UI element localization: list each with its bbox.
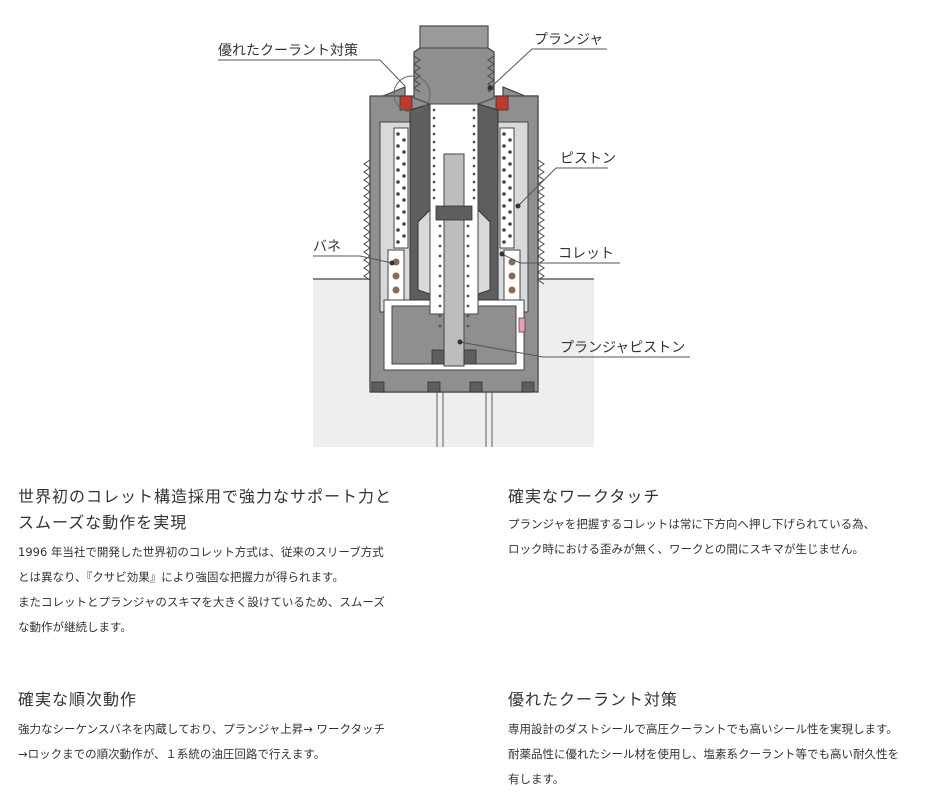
feature-title-line2: スムーズな動作を実現 xyxy=(18,513,188,532)
spring-left xyxy=(393,127,409,249)
description-line: 専用設計のダストシールで高圧クーラントでも高いシール性を実現します。 xyxy=(508,722,898,736)
feature-title: 優れたクーラント対策 xyxy=(508,690,679,709)
feature-title: 確実な順次動作 xyxy=(18,690,138,709)
description-line: プランジャを把握するコレットは常に下方向へ押し下げられている為、 xyxy=(508,517,876,531)
feature-description: 専用設計のダストシールで高圧クーラントでも高いシール性を実現します。 耐薬品性に… xyxy=(508,717,923,792)
label-coolant: 優れたクーラント対策 xyxy=(218,42,358,59)
description-line: 有します。 xyxy=(508,772,565,786)
label-collet: コレット xyxy=(558,246,614,262)
dust-seal-left xyxy=(399,95,413,111)
feature-title: 確実なワークタッチ xyxy=(508,487,661,506)
spring-right xyxy=(499,127,515,249)
dust-seal-right xyxy=(495,95,509,111)
description-line: 強力なシーケンスバネを内蔵しており、プランジャ上昇→ ワークタッチ xyxy=(18,722,386,736)
feature-collet-structure: 世界初のコレット構造採用で強力なサポート力と スムーズな動作を実現 1996 年… xyxy=(18,484,418,640)
description-line: ロック時における歪みが無く、ワークとの間にスキマが生じません。 xyxy=(508,542,865,556)
feature-title: 世界初のコレット構造採用で強力なサポート力と スムーズな動作を実現 xyxy=(18,484,418,536)
feature-description: プランジャを把握するコレットは常に下方向へ押し下げられている為、 ロック時におけ… xyxy=(508,512,918,562)
feature-sequential-action: 確実な順次動作 強力なシーケンスバネを内蔵しており、プランジャ上昇→ ワークタッ… xyxy=(18,687,418,767)
description-line: またコレットとプランジャのスキマを大きく設けているため、スムーズ xyxy=(18,595,385,609)
description-line: 耐薬品性に優れたシール材を使用し、塩素系クーラント等でも高い耐久性を xyxy=(508,747,899,761)
feature-title-line1: 世界初のコレット構造採用で強力なサポート力と xyxy=(18,487,393,506)
feature-description: 1996 年当社で開発した世界初のコレット方式は、従来のスリーブ方式 とは異なり… xyxy=(18,540,418,640)
feature-description: 強力なシーケンスバネを内蔵しており、プランジャ上昇→ ワークタッチ →ロックまで… xyxy=(18,717,418,767)
work-support-cross-section-diagram: 優れたクーラント対策 プランジャ ピストン バネ コレット プランジャピストン xyxy=(218,25,690,447)
plunger-piston xyxy=(443,153,465,367)
description-line: →ロックまでの順次動作が、１系統の油圧回路で行えます。 xyxy=(18,747,326,761)
feature-coolant-measures: 優れたクーラント対策 専用設計のダストシールで高圧クーラントでも高いシール性を実… xyxy=(508,687,923,792)
description-line: な動作が継続します。 xyxy=(18,620,132,634)
feature-work-touch: 確実なワークタッチ プランジャを把握するコレットは常に下方向へ押し下げられている… xyxy=(508,484,918,562)
label-plunger: プランジャ xyxy=(534,32,603,48)
label-spring: バネ xyxy=(313,239,341,255)
label-plunger-piston: プランジャピストン xyxy=(560,340,685,356)
description-line: とは異なり、『クサビ効果』により強固な把握力が得られます。 xyxy=(18,570,344,584)
description-line: 1996 年当社で開発した世界初のコレット方式は、従来のスリーブ方式 xyxy=(18,545,384,559)
label-piston: ピストン xyxy=(560,151,616,167)
